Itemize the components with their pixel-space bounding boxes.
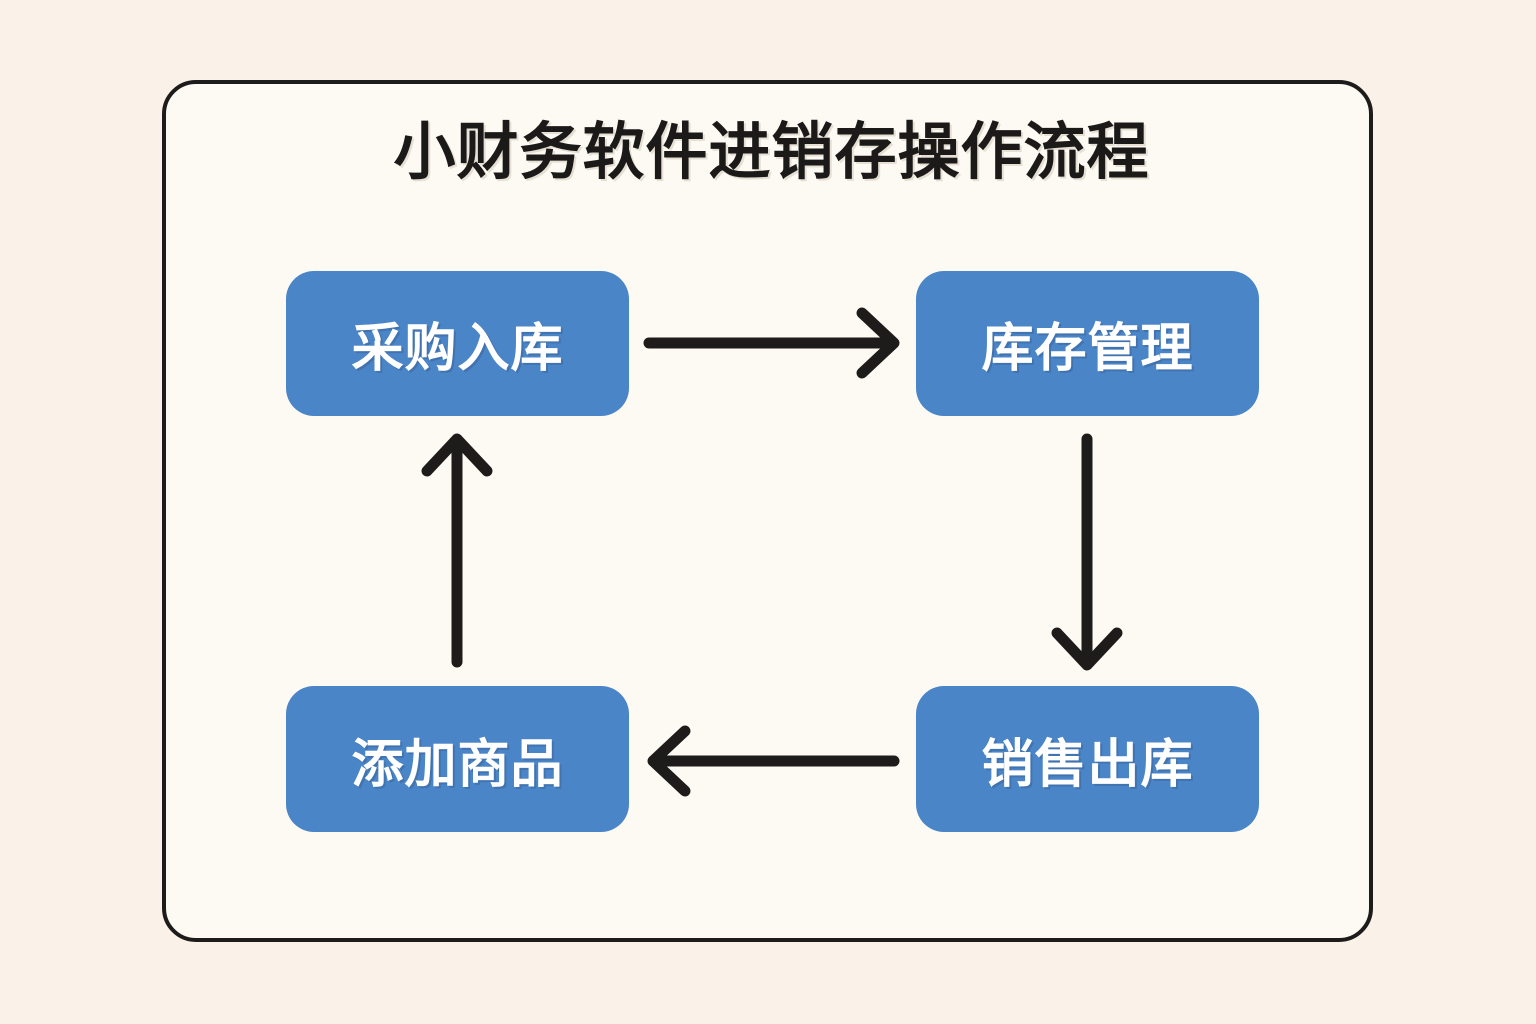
edge-purchase-to-inventory-arrow [643, 307, 900, 379]
flow-node-label: 销售出库 [981, 734, 1194, 795]
flow-node-add-product[interactable]: 添加商品 [286, 686, 629, 832]
edge-add-product-to-purchase-arrow [421, 433, 493, 668]
edge-inventory-to-sales-arrow [1051, 433, 1123, 671]
diagram-frame: 小财务软件进销存操作流程 [162, 80, 1373, 942]
flow-node-inventory-management[interactable]: 库存管理 [916, 271, 1259, 416]
flow-node-label: 添加商品 [351, 734, 564, 795]
flow-node-purchase-inbound[interactable]: 采购入库 [286, 271, 629, 416]
diagram-title: 小财务软件进销存操作流程 [393, 115, 1150, 188]
edge-sales-to-add-product-arrow [647, 725, 900, 797]
flow-node-label: 库存管理 [981, 319, 1194, 379]
flow-node-label: 采购入库 [351, 319, 564, 379]
flow-node-sales-outbound[interactable]: 销售出库 [916, 686, 1259, 832]
